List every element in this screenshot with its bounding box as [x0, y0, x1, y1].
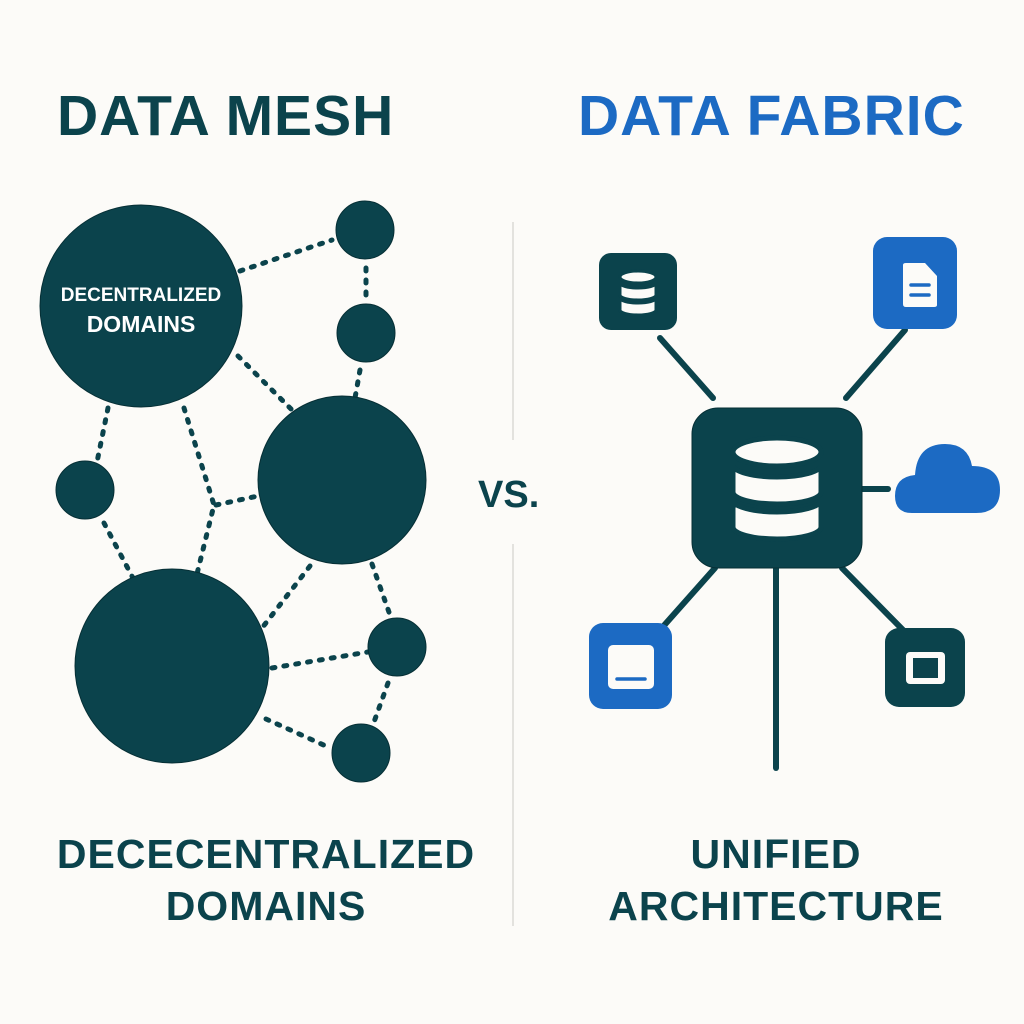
mesh-link: [237, 237, 335, 274]
window-icon: [608, 645, 654, 689]
mesh-link: [371, 680, 391, 725]
source-terminal: [589, 623, 672, 709]
mesh-link: [181, 405, 217, 581]
domain-label-line2: DOMAINS: [86, 311, 196, 337]
fabric-link: [657, 565, 718, 633]
mesh-link: [263, 716, 331, 750]
domain-node-main: [39, 204, 243, 408]
cloud-icon: [895, 444, 1000, 513]
mesh-link: [235, 353, 295, 413]
fabric-link: [839, 565, 906, 633]
database-icon: [730, 435, 824, 542]
mesh-node-small: [55, 460, 115, 520]
mesh-node-small: [336, 303, 396, 363]
domain-node-large: [74, 568, 270, 764]
fabric-link: [843, 327, 908, 401]
data-mesh-title: DATA MESH: [57, 84, 395, 148]
domain-label-line1: DECENTRALIZED: [60, 285, 222, 306]
document-icon: [903, 263, 937, 307]
mesh-link: [369, 561, 393, 618]
mesh-link: [352, 367, 363, 401]
mesh-node-small: [335, 200, 395, 260]
divider-bottom: [512, 544, 514, 926]
database-icon: [618, 269, 658, 317]
data-mesh-caption: DECECENTRALIZED DOMAINS: [10, 828, 522, 932]
vs-label: VS.: [478, 474, 540, 516]
mesh-link: [269, 649, 371, 671]
divider-top: [512, 222, 514, 440]
source-database: [599, 253, 677, 330]
caption-line: DOMAINS: [165, 883, 367, 929]
mesh-node-small: [367, 617, 427, 677]
screen-icon: [906, 652, 945, 684]
data-fabric-caption: UNIFIED ARCHITECTURE: [520, 828, 1024, 932]
mesh-link: [94, 405, 111, 465]
mesh-link: [259, 563, 313, 631]
data-fabric-title: DATA FABRIC: [578, 84, 965, 148]
mesh-link: [213, 493, 261, 508]
source-screen: [885, 628, 965, 707]
fabric-hub: [691, 407, 863, 569]
domain-node-large: [257, 395, 427, 565]
source-document: [873, 237, 957, 329]
mesh-node-small: [331, 723, 391, 783]
caption-line: UNIFIED: [690, 831, 862, 877]
fabric-link: [657, 335, 716, 401]
mesh-link: [101, 520, 137, 583]
caption-line: ARCHITECTURE: [608, 883, 944, 929]
caption-line: DECECENTRALIZED: [56, 831, 476, 877]
